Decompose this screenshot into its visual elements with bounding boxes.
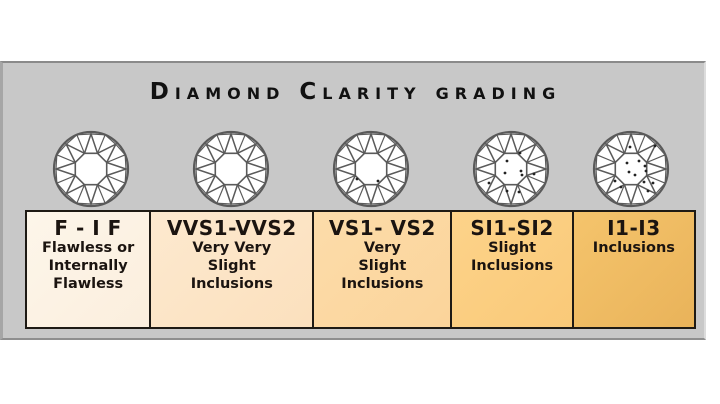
grade-cell-fif: F - I F Flawless or Internally Flawless	[27, 212, 152, 327]
grade-cell-vs: VS1- VS2 Very Slight Inclusions	[314, 212, 453, 327]
desc-line: Internally	[48, 258, 128, 274]
desc-line: Very	[363, 240, 401, 256]
diamond-icon-vvs	[191, 129, 271, 209]
grade-description: Slight Inclusions	[452, 239, 571, 275]
desc-line: Flawless or	[41, 240, 135, 256]
grade-description: Flawless or Internally Flawless	[27, 239, 149, 293]
grade-label: VS1- VS2	[328, 216, 436, 240]
diamond-icon-si	[471, 129, 551, 209]
desc-line: Slight	[358, 258, 407, 274]
grade-cell-si: SI1-SI2 Slight Inclusions	[452, 212, 574, 327]
grade-label: F - I F	[54, 216, 122, 240]
desc-line: Slight	[207, 258, 256, 274]
desc-line: Flawless	[53, 276, 124, 292]
desc-line: Slight	[488, 240, 537, 256]
grade-description: Very Slight Inclusions	[314, 239, 450, 293]
grade-cell-vvs: VVS1-VVS2 Very Very Slight Inclusions	[151, 212, 315, 327]
diamond-icon-fif	[51, 129, 131, 209]
grade-label: SI1-SI2	[470, 216, 554, 240]
desc-line: Inclusions	[471, 258, 554, 274]
grade-label: VVS1-VVS2	[166, 216, 297, 240]
diamond-icon-vs	[331, 129, 411, 209]
clarity-chart-panel: Diamond Clarity grading F - I F Flawless…	[0, 61, 706, 340]
desc-line: Inclusions	[190, 276, 273, 292]
desc-line: Inclusions	[592, 240, 675, 256]
diamond-icon-i	[591, 129, 671, 209]
grade-label: I1-I3	[607, 216, 661, 240]
grade-description: Very Very Slight Inclusions	[151, 239, 312, 293]
grade-cell-i: I1-I3 Inclusions	[573, 212, 694, 327]
grade-description: Inclusions	[574, 239, 694, 257]
desc-line: Inclusions	[341, 276, 424, 292]
chart-title: Diamond Clarity grading	[149, 79, 562, 105]
clarity-grade-table: F - I F Flawless or Internally Flawless …	[25, 210, 696, 329]
diamond-illustrations	[3, 129, 704, 209]
desc-line: Very Very	[192, 240, 272, 256]
